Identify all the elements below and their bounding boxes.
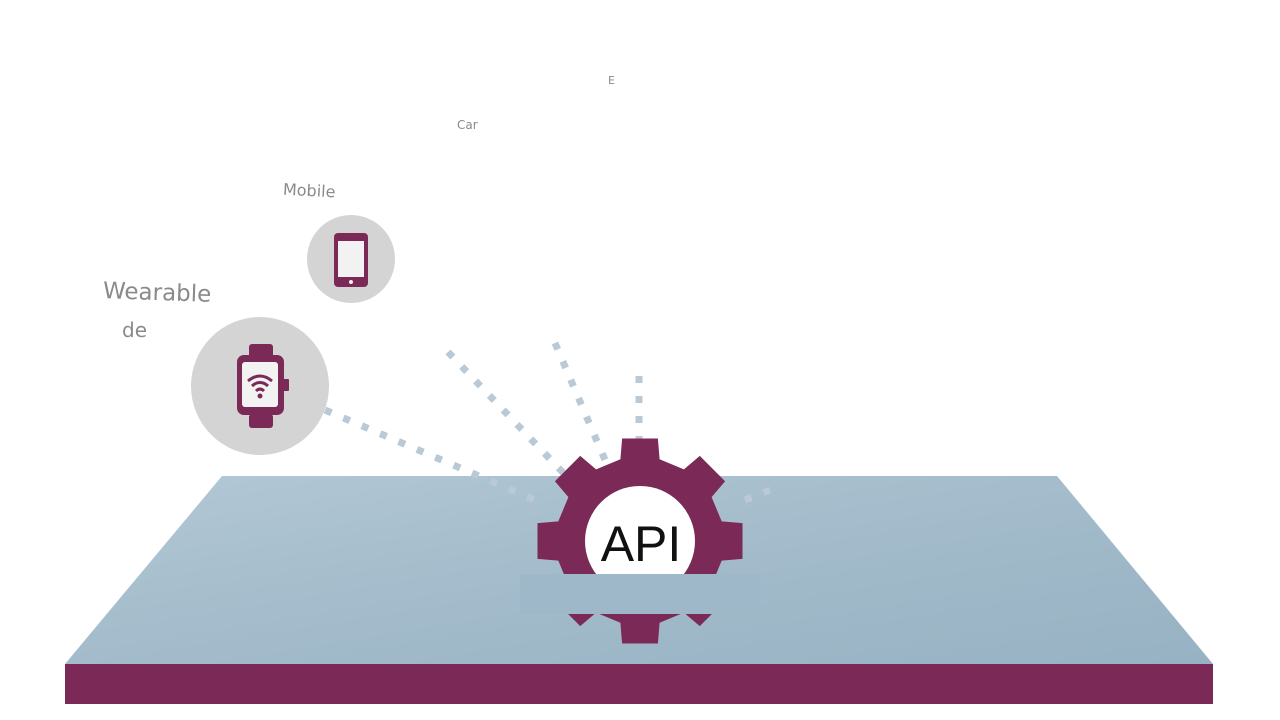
mobile-label: Mobile [282, 179, 336, 202]
wearable-label-line2: de [122, 318, 147, 342]
smartwatch-wifi-icon [237, 344, 289, 428]
car-label: Car [457, 118, 478, 132]
connector-mobile [445, 349, 573, 483]
mobile-device [307, 215, 395, 303]
gear-cutoff [520, 574, 760, 614]
gear-hub [585, 486, 695, 596]
connector-right [743, 484, 777, 504]
platform-base-edge [65, 684, 1213, 704]
connector-car [551, 341, 609, 462]
api-gear: API [520, 438, 760, 644]
e-label: E [608, 74, 615, 87]
wearable-device [191, 317, 329, 455]
connector-lines [323, 341, 777, 504]
smartphone-icon [334, 233, 368, 287]
wearable-label: Wearable [102, 278, 212, 308]
api-label: API [601, 516, 682, 572]
